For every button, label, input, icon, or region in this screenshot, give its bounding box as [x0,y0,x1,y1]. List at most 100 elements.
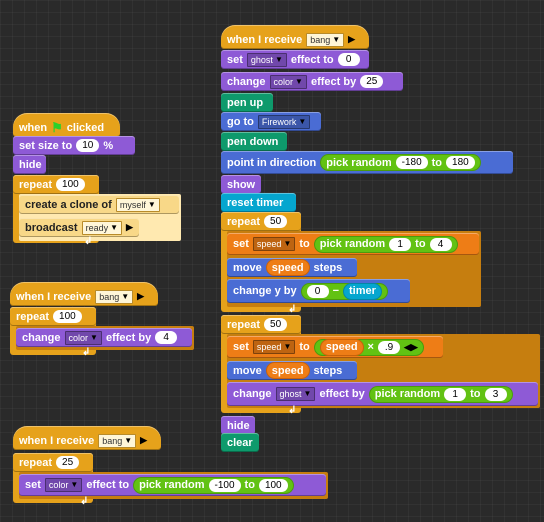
repeat-block[interactable]: repeat 100 [10,307,96,326]
go-to-dropdown[interactable]: Firework▼ [257,114,311,129]
hide-block[interactable]: hide [221,416,255,435]
pick-random-label: pick random [139,479,205,491]
move-steps-block[interactable]: move speed steps [227,361,357,380]
ghost-value-input[interactable]: 0 [337,53,360,66]
clear-label: clear [227,436,253,449]
message-dropdown[interactable]: bang▼ [95,289,134,304]
pick-random-reporter[interactable]: pick random -180 to 180 [320,154,481,171]
create-clone-block[interactable]: create a clone of myself▼ [19,195,179,214]
repeat-block[interactable]: repeat 50 [221,212,301,231]
pen-down-block[interactable]: pen down [221,132,287,151]
reset-timer-block[interactable]: reset timer [221,193,296,212]
repeat-block[interactable]: repeat 50 [221,315,301,334]
effect-dropdown[interactable]: color▼ [64,330,102,345]
pen-up-block[interactable]: pen up [221,93,273,112]
effect-by-label: effect by [105,331,152,344]
chevron-down-icon: ▼ [121,291,130,301]
minus-reporter[interactable]: 0 − timer [300,282,388,300]
move-steps-block[interactable]: move speed steps [227,258,357,277]
random-from-input[interactable]: 1 [444,387,467,401]
speed-variable-reporter[interactable]: speed [265,259,310,276]
set-effect-block[interactable]: set color▼ effect to pick random -100 to… [19,474,326,496]
speed-variable-reporter[interactable]: speed [265,362,310,379]
when-i-receive-hat[interactable]: when I receive bang▼ ▶ [221,25,369,49]
message-value: bang [99,291,120,302]
when-i-receive-hat[interactable]: when I receive bang▼ ▶ [10,282,158,306]
color-amount-input[interactable]: 25 [360,75,384,88]
variable-dropdown[interactable]: speed▼ [252,340,296,354]
random-to-input[interactable]: 4 [429,237,452,251]
hide-label: hide [19,158,42,171]
set-speed-multiply-block[interactable]: set speed▼ to speed × .9 ◀▶ [227,336,443,358]
effect-to-label: effect to [86,479,130,491]
point-in-direction-block[interactable]: point in direction pick random -180 to 1… [221,151,513,174]
repeat-count-input[interactable]: 25 [56,456,80,469]
effect-dropdown[interactable]: color▼ [44,478,83,492]
pick-random-label: pick random [319,238,386,250]
steps-label: steps [313,261,343,274]
variable-dropdown[interactable]: speed▼ [252,237,296,251]
chevron-down-icon: ▼ [274,54,283,64]
set-size-block[interactable]: set size to 10 % [13,136,135,155]
speed-label: speed [271,364,304,377]
message-dropdown[interactable]: bang▼ [98,433,137,448]
change-ghost-effect-block[interactable]: change ghost▼ effect by pick random 1 to… [227,382,538,406]
random-to-input[interactable]: 3 [484,387,507,401]
effect-dropdown[interactable]: ghost▼ [246,52,287,67]
broadcast-label: broadcast [25,221,78,234]
hide-label: hide [227,419,250,432]
speed-variable-reporter[interactable]: speed [319,338,364,356]
broadcast-block[interactable]: broadcast ready▼ ▶ [19,218,139,237]
multiply-reporter[interactable]: speed × .9 ◀▶ [313,338,424,356]
size-input[interactable]: 10 [76,139,100,152]
chevron-down-icon: ▼ [70,480,79,489]
show-block[interactable]: show [221,175,261,194]
message-dropdown[interactable]: bang▼ [306,32,345,47]
to-label: to [299,238,310,250]
repeat-block[interactable]: repeat 100 [13,175,99,194]
random-from-input[interactable]: 1 [389,237,412,251]
effect-value: ghost [250,54,273,65]
hide-block[interactable]: hide [13,155,46,174]
when-flag-clicked-hat[interactable]: when ⚑ clicked [13,113,120,137]
change-color-effect-block[interactable]: change color▼ effect by 25 [221,72,403,91]
loop-arrow-icon: ↲ [80,496,89,507]
loop-arrow-icon: ↲ [84,236,93,247]
change-y-block[interactable]: change y by 0 − timer [227,279,410,303]
times-sign: × [367,341,374,353]
when-i-receive-hat[interactable]: when I receive bang▼ ▶ [13,426,161,450]
effect-dropdown[interactable]: ghost▼ [275,387,316,401]
green-flag-icon: ⚑ [51,119,63,135]
variable-value: speed [256,239,282,249]
timer-label: timer [349,285,376,297]
clone-target-dropdown[interactable]: myself▼ [115,197,160,212]
effect-dropdown[interactable]: color▼ [269,74,307,89]
minus-left-input[interactable]: 0 [306,284,329,298]
clear-block[interactable]: clear [221,433,259,452]
repeat-count-input[interactable]: 50 [264,215,288,228]
move-label: move [233,364,262,377]
loop-arrow-icon: ↲ [288,405,297,416]
arrow-right-icon: ▶ [126,222,133,232]
random-from-input[interactable]: -180 [395,156,428,169]
timer-reporter[interactable]: timer [343,282,382,300]
set-speed-block[interactable]: set speed▼ to pick random 1 to 4 [227,233,479,255]
random-to-input[interactable]: 180 [446,156,475,169]
effect-amount-input[interactable]: 4 [155,331,178,344]
broadcast-dropdown[interactable]: ready▼ [81,220,123,235]
pick-random-reporter[interactable]: pick random 1 to 3 [368,385,513,403]
repeat-count-input[interactable]: 50 [264,318,288,331]
set-ghost-effect-block[interactable]: set ghost▼ effect to 0 [221,50,369,69]
multiplier-input[interactable]: .9 [377,340,400,354]
random-from-input[interactable]: -100 [208,478,241,492]
variadic-arrows-icon[interactable]: ◀▶ [403,341,418,352]
change-effect-block[interactable]: change color▼ effect by 4 [16,328,192,347]
pick-random-reporter[interactable]: pick random 1 to 4 [313,235,458,253]
random-to-input[interactable]: 100 [258,478,288,492]
repeat-block[interactable]: repeat 25 [13,453,93,472]
go-to-block[interactable]: go to Firework▼ [221,112,321,131]
repeat-count-input[interactable]: 100 [56,178,85,191]
pick-random-reporter[interactable]: pick random -100 to 100 [133,476,294,494]
go-to-label: go to [227,115,254,128]
repeat-count-input[interactable]: 100 [53,310,82,323]
